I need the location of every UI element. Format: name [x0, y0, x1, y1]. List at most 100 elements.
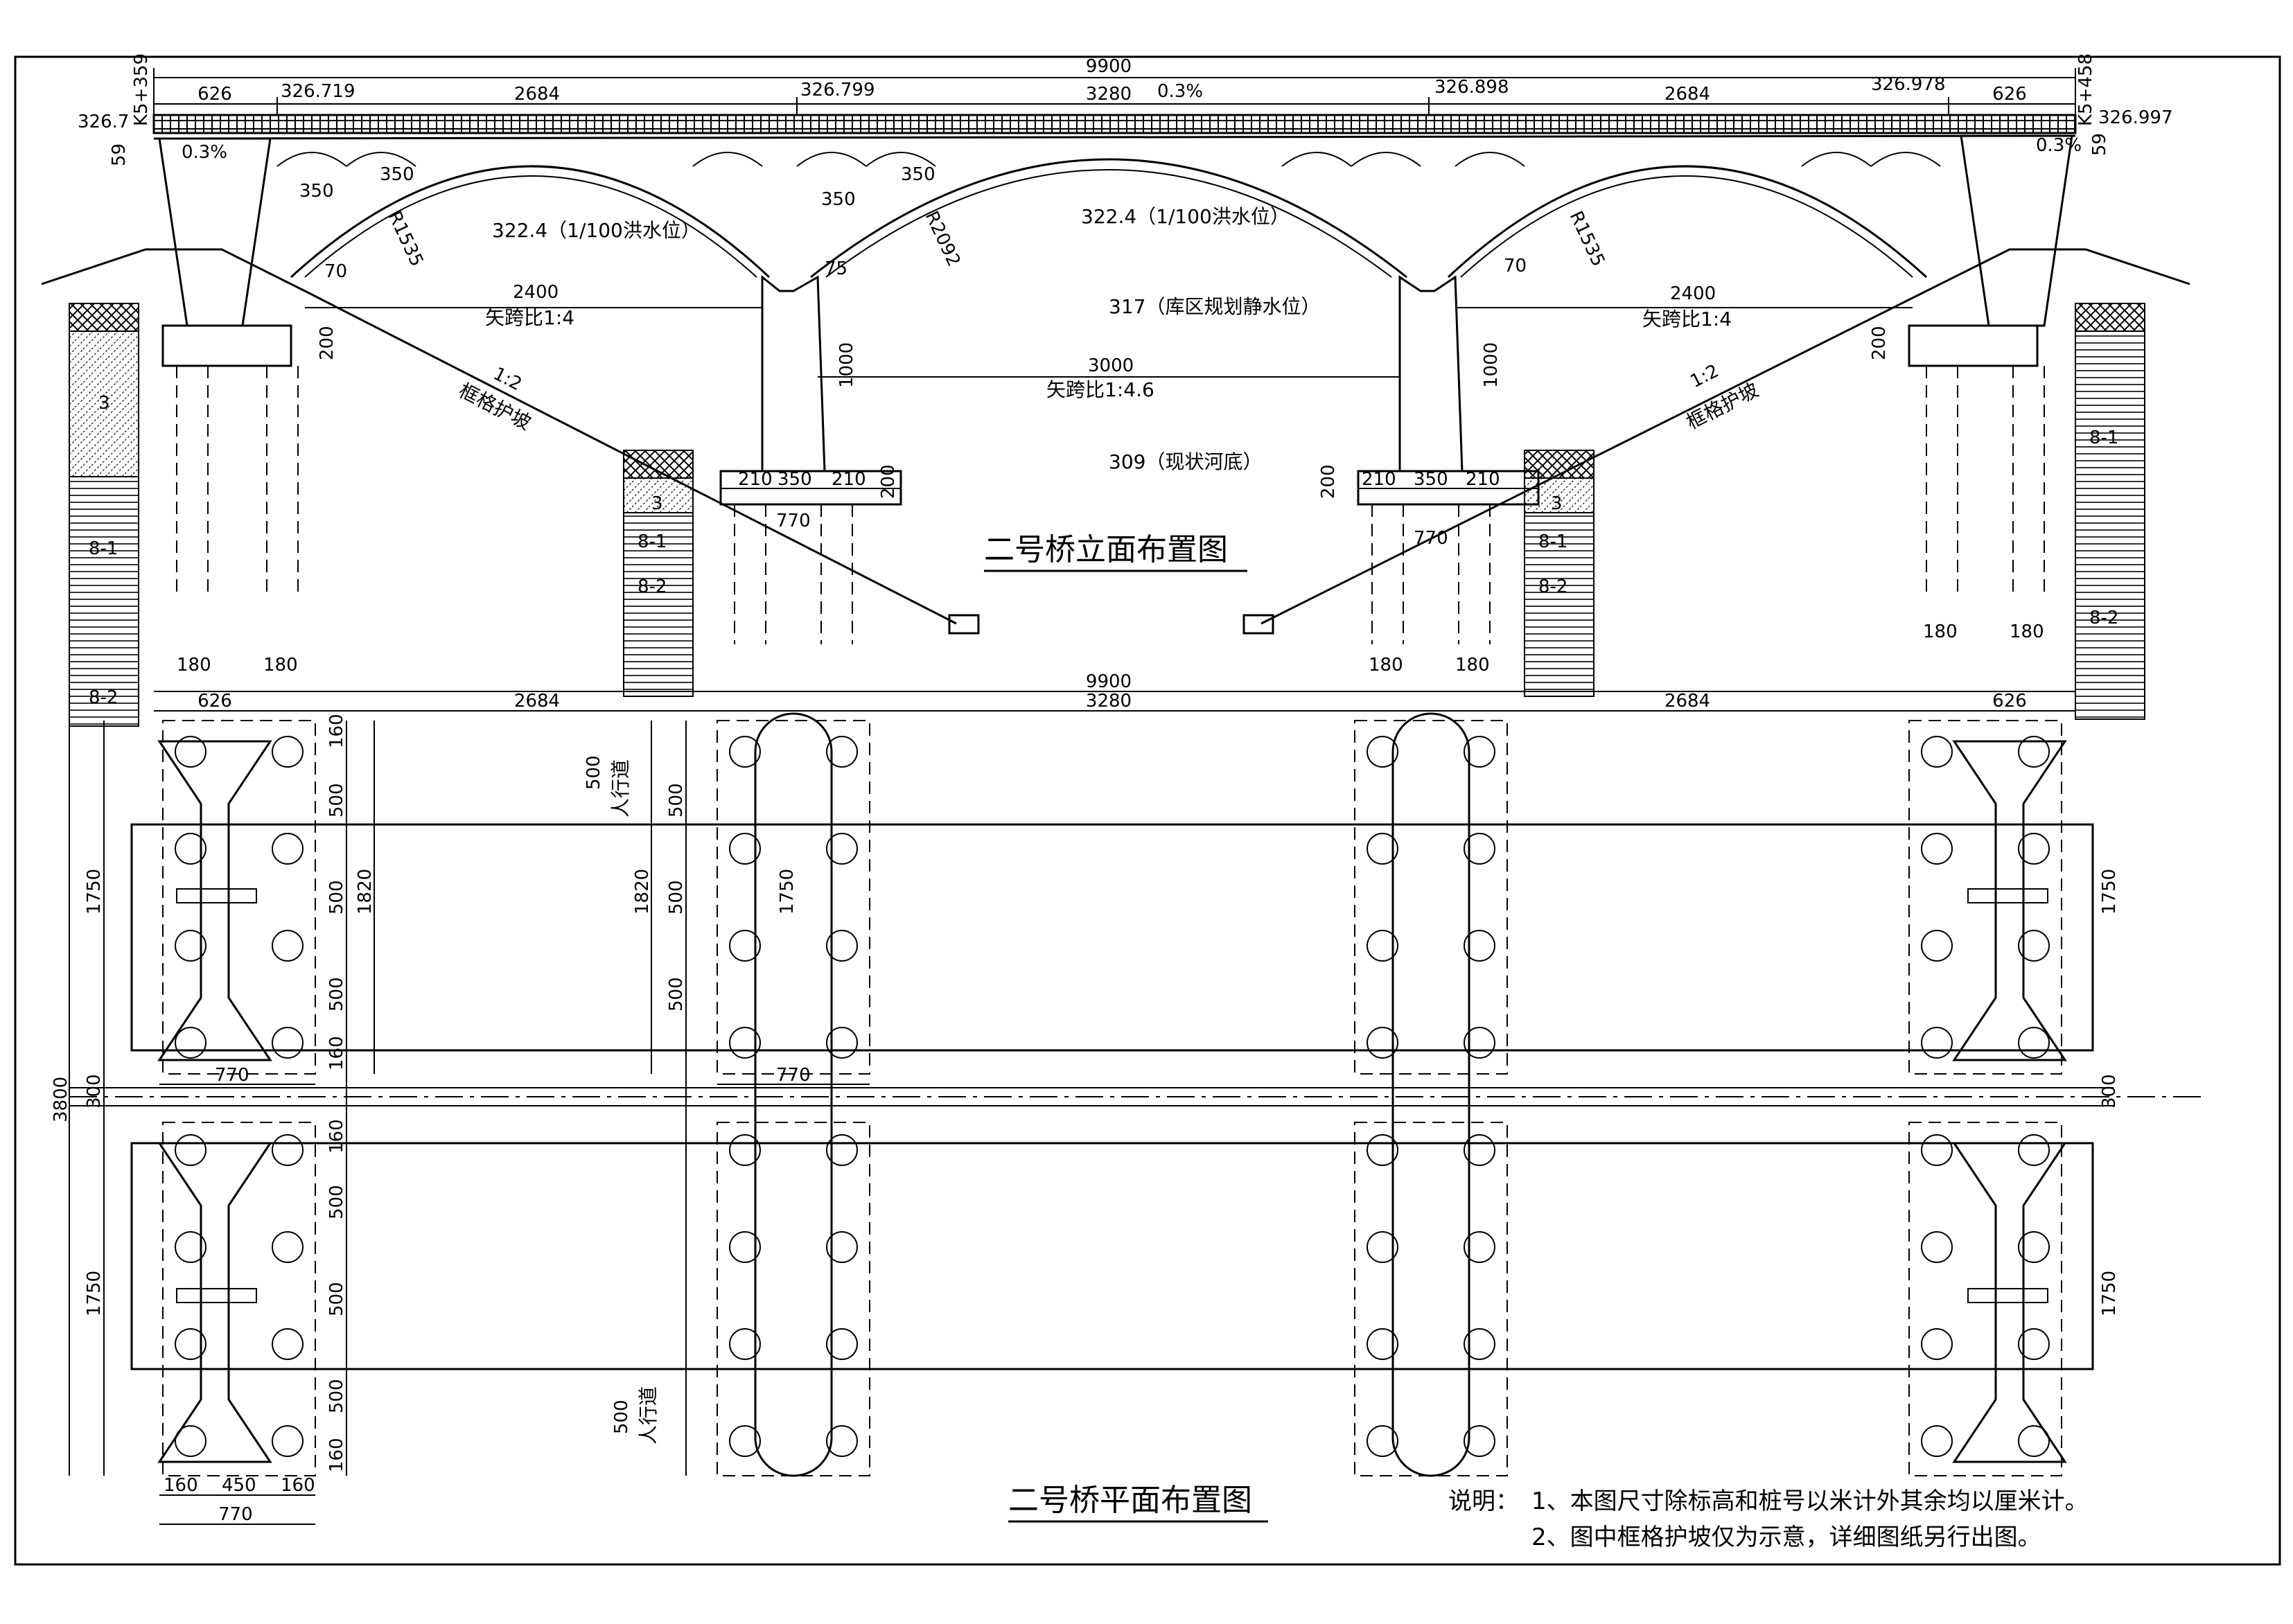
slope-left: 0.3% [182, 142, 227, 163]
main-arch-span: 3000 [1088, 355, 1134, 376]
radius-main: R2092 [921, 208, 965, 270]
slope-mid: 0.3% [1157, 81, 1203, 102]
plan-title: 二号桥平面布置图 [1008, 1483, 1252, 1518]
elev-1: 326.719 [281, 81, 355, 102]
deck-lower [130, 1142, 2094, 1370]
rib-left: 70 [324, 261, 347, 282]
elevation-title: 二号桥立面布置图 [984, 532, 1228, 567]
rib-main: 75 [825, 258, 847, 279]
plan-pile-7: 500 [666, 783, 687, 818]
pier-cap-a-left: 210 [738, 469, 773, 490]
side-h-left: 59 [109, 143, 130, 166]
soil-3-layer-8-1: 8-1 [1538, 531, 1567, 552]
sidewalk-width-2: 500 [611, 1400, 632, 1434]
side-ratio-left: 矢跨比1:4 [485, 306, 574, 329]
notes-heading: 说明： [1448, 1488, 1519, 1515]
pier-cap-b-left: 350 [777, 469, 812, 490]
rib-right: 70 [1504, 256, 1527, 276]
plan-pile-3: 500 [326, 977, 347, 1012]
plan-half-width-2: 1750 [84, 1271, 105, 1316]
plan-abut-total: 770 [218, 1504, 253, 1525]
cap-h-left: 200 [878, 464, 899, 499]
station-left: K5+359 [131, 53, 152, 126]
plan-side-right: 2684 [1664, 691, 1710, 712]
plan-main: 3280 [1086, 691, 1132, 712]
notes: 说明： 1、本图尺寸除标高和桩号以米计外其余均以厘米计。 2、图中框格护坡仅为示… [1448, 1488, 2089, 1551]
plan-half-width-1: 1750 [84, 869, 105, 915]
pier-cap-a-right: 210 [1362, 469, 1396, 490]
arch-left [290, 165, 771, 279]
plan-half-width-4: 1750 [2099, 1271, 2120, 1316]
cap-h-right: 200 [1318, 464, 1339, 499]
pier-width-left: 770 [776, 511, 811, 531]
deck-upper [130, 823, 2094, 1052]
soil-3-layer-3: 3 [1551, 493, 1563, 514]
pile-dia-2: 180 [263, 655, 298, 676]
sidewalk-width-1: 500 [583, 755, 604, 790]
soil-column-4 [2075, 303, 2145, 720]
arch-right [1447, 165, 1928, 279]
main-ratio: 矢跨比1:4.6 [1046, 378, 1154, 401]
sidewalk-label-1: 人行道 [609, 759, 632, 818]
sheet-border [14, 55, 2281, 1566]
flood-level-left: 322.4（1/100洪水位） [492, 219, 701, 242]
soil-1-layer-3: 3 [98, 393, 110, 414]
plan-edge-2: 160 [326, 1036, 347, 1070]
station-right: K5+458 [2075, 53, 2096, 126]
plan-abut-left: 626 [197, 691, 232, 712]
plan-view: 9900 626 2684 3280 2684 626 [51, 671, 2204, 1525]
flood-level-main: 322.4（1/100洪水位） [1081, 205, 1290, 228]
dim-abutment-left: 626 [197, 84, 232, 105]
soil-1-layer-8-2: 8-2 [89, 687, 118, 708]
pier-cap-c-right: 210 [1466, 469, 1500, 490]
pile-dia-3: 180 [1369, 655, 1403, 676]
dim-side-span-left: 2684 [514, 84, 560, 105]
soil-2-layer-8-1: 8-1 [638, 531, 667, 552]
plan-abut-dim-2: 450 [222, 1475, 256, 1496]
plan-total-span: 9900 [1086, 671, 1132, 692]
spandrel-350-a: 350 [299, 181, 334, 202]
slope-right: 0.3% [2036, 135, 2082, 156]
spandrel-350-b: 350 [380, 164, 414, 185]
pier-left [761, 274, 826, 473]
elev-3: 326.898 [1434, 77, 1509, 98]
slope-ratio-right: 1:2 [1687, 361, 1723, 393]
slope-ratio-left: 1:2 [490, 364, 525, 396]
plan-pile-2: 500 [326, 880, 347, 915]
elevation-view: 9900 626 2684 3280 2684 626 K5+359 K5+45… [41, 53, 2190, 727]
abut-cap-h-left: 200 [317, 326, 337, 360]
abut-cap-h-right: 200 [1869, 326, 1890, 360]
radius-right: R1535 [1565, 208, 1609, 270]
dim-total-span: 9900 [1086, 56, 1132, 77]
elev-4: 326.978 [1871, 74, 1946, 95]
soil-2-layer-8-2: 8-2 [638, 576, 667, 597]
plan-abut-right: 626 [1992, 691, 2027, 712]
pile-dia-1: 180 [177, 655, 211, 676]
dim-main-span: 3280 [1086, 84, 1132, 105]
design-water: 317（库区规划静水位） [1109, 295, 1320, 318]
side-h-right: 59 [2089, 133, 2110, 156]
plan-side-left: 2684 [514, 691, 560, 712]
spandrel-350-d: 350 [901, 164, 935, 185]
pier-cap-b-right: 350 [1414, 469, 1448, 490]
side-arch-span-left: 2400 [513, 282, 559, 303]
plan-half-width-3: 1750 [2099, 869, 2120, 915]
plan-gap-left: 300 [84, 1074, 105, 1109]
pile-dia-5: 180 [1923, 621, 1958, 642]
soil-column-2 [623, 450, 694, 697]
plan-edge-4: 160 [326, 1438, 347, 1472]
pile-dia-6: 180 [2010, 621, 2044, 642]
plan-pile-1: 500 [326, 783, 347, 818]
plan-pile-8: 500 [666, 880, 687, 915]
soil-column-1 [69, 303, 139, 727]
soil-1-layer-8-1: 8-1 [89, 538, 118, 559]
radius-left: R1535 [384, 208, 428, 270]
soil-2-layer-3: 3 [651, 493, 663, 514]
plan-gap-right: 300 [2099, 1074, 2120, 1109]
bridge-deck [152, 114, 2077, 134]
side-ratio-right: 矢跨比1:4 [1642, 308, 1732, 330]
soil-4-layer-8-2: 8-2 [2089, 608, 2118, 628]
pier-cap-c-left: 210 [832, 469, 866, 490]
